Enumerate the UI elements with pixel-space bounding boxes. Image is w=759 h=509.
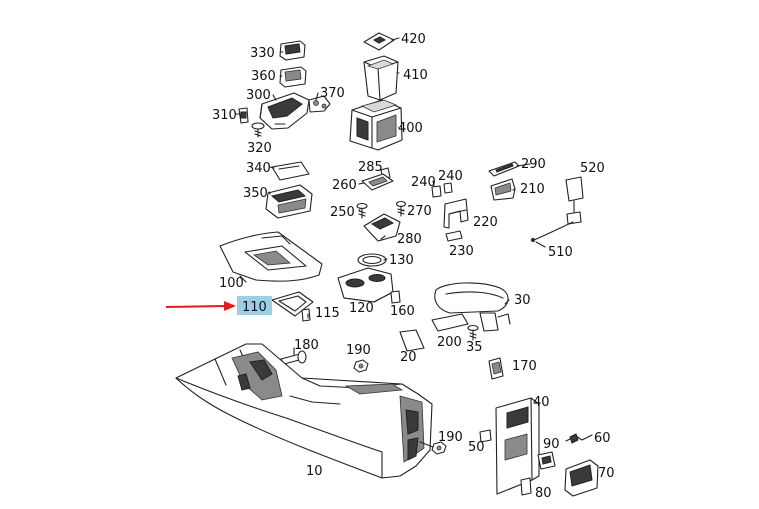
label-260[interactable]: 260	[332, 178, 357, 193]
part-130-drawing	[357, 253, 387, 267]
part-100-drawing	[219, 231, 323, 282]
part-400-drawing	[349, 99, 403, 151]
label-210[interactable]: 210	[520, 182, 545, 197]
label-320[interactable]: 320	[247, 141, 272, 156]
label-400[interactable]: 400	[398, 121, 423, 136]
label-180[interactable]: 180	[294, 338, 319, 353]
label-240-a[interactable]: 240	[411, 175, 436, 190]
part-260-drawing	[361, 173, 394, 191]
label-40[interactable]: 40	[533, 395, 550, 410]
part-290-drawing	[488, 161, 520, 177]
label-240-b[interactable]: 240	[438, 169, 463, 184]
part-50-drawing	[479, 429, 492, 443]
part-10-drawing	[175, 343, 433, 479]
part-120-drawing	[337, 267, 394, 303]
label-20[interactable]: 20	[400, 350, 417, 365]
part-250-drawing	[356, 202, 368, 219]
label-340[interactable]: 340	[246, 161, 271, 176]
part-110-drawing	[271, 291, 314, 317]
leader-lines	[235, 37, 546, 448]
part-230-drawing	[445, 230, 463, 242]
part-280-drawing	[363, 213, 401, 242]
part-70-drawing	[564, 459, 599, 497]
part-370-drawing	[308, 95, 331, 113]
part-310-drawing	[238, 107, 249, 124]
label-300[interactable]: 300	[246, 88, 271, 103]
label-330[interactable]: 330	[250, 46, 275, 61]
label-10[interactable]: 10	[306, 464, 323, 479]
part-160-drawing	[390, 290, 401, 304]
label-100[interactable]: 100	[219, 276, 244, 291]
label-410[interactable]: 410	[403, 68, 428, 83]
part-350-drawing	[265, 184, 313, 219]
label-510[interactable]: 510	[548, 245, 573, 260]
label-190-b[interactable]: 190	[438, 430, 463, 445]
part-420-drawing	[363, 32, 395, 51]
label-120[interactable]: 120	[349, 301, 374, 316]
label-115[interactable]: 115	[315, 306, 340, 321]
label-230[interactable]: 230	[449, 244, 474, 259]
part-520-drawing	[565, 176, 584, 225]
part-170-drawing	[488, 357, 504, 380]
part-200-drawing	[431, 313, 469, 332]
part-330-drawing	[279, 40, 306, 61]
label-110[interactable]: 110	[242, 300, 267, 315]
part-80-drawing	[520, 477, 532, 496]
label-290[interactable]: 290	[521, 157, 546, 172]
label-280[interactable]: 280	[397, 232, 422, 247]
label-420[interactable]: 420	[401, 32, 426, 47]
part-240-drawing	[431, 182, 453, 198]
part-90-drawing	[537, 451, 556, 470]
part-115-drawing	[301, 308, 311, 322]
label-80[interactable]: 80	[535, 486, 552, 501]
part-510-drawing	[530, 221, 574, 243]
part-30-drawing	[434, 282, 511, 332]
label-310[interactable]: 310	[212, 108, 237, 123]
part-410-drawing	[363, 55, 399, 101]
label-60[interactable]: 60	[594, 431, 611, 446]
label-35[interactable]: 35	[466, 340, 483, 355]
part-20-drawing	[399, 329, 425, 352]
label-520[interactable]: 520	[580, 161, 605, 176]
label-170[interactable]: 170	[512, 359, 537, 374]
label-50[interactable]: 50	[468, 440, 485, 455]
label-270[interactable]: 270	[407, 204, 432, 219]
label-200[interactable]: 200	[437, 335, 462, 350]
part-270-drawing	[395, 200, 407, 217]
part-300-drawing	[259, 92, 310, 130]
label-190-a[interactable]: 190	[346, 343, 371, 358]
part-210-drawing	[490, 178, 516, 201]
highlight-box	[237, 296, 272, 315]
part-60-drawing	[565, 433, 593, 444]
label-250[interactable]: 250	[330, 205, 355, 220]
label-360[interactable]: 360	[251, 69, 276, 84]
label-30[interactable]: 30	[514, 293, 531, 308]
label-90[interactable]: 90	[543, 437, 560, 452]
part-40-drawing	[495, 397, 540, 495]
label-350[interactable]: 350	[243, 186, 268, 201]
part-180-drawing	[280, 350, 307, 365]
label-220[interactable]: 220	[473, 215, 498, 230]
label-160[interactable]: 160	[390, 304, 415, 319]
part-340-drawing	[271, 161, 310, 181]
part-320-drawing	[251, 122, 265, 138]
label-285[interactable]: 285	[358, 160, 383, 175]
label-130[interactable]: 130	[389, 253, 414, 268]
label-70[interactable]: 70	[598, 466, 615, 481]
part-35-drawing	[467, 324, 479, 341]
pointer-arrow	[165, 301, 236, 311]
part-190-drawing	[353, 359, 447, 455]
part-220-drawing	[443, 198, 469, 229]
part-labels: 330 360 300 370 310 320 420 410 400 340 …	[212, 32, 615, 501]
part-360-drawing	[279, 66, 307, 88]
label-370[interactable]: 370	[320, 86, 345, 101]
